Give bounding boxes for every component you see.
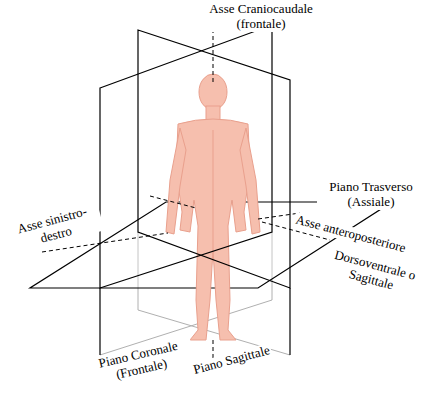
plane-label: Piano Sagittale bbox=[190, 343, 273, 379]
axis-label: Dorsoventrale o Sagittale bbox=[322, 246, 423, 300]
sagittal-midline bbox=[213, 130, 214, 250]
plane-label: Piano Trasverso (Assiale) bbox=[317, 180, 425, 210]
human-figure bbox=[166, 74, 260, 340]
plane-label: Piano Coronale (Frontale) bbox=[84, 336, 196, 389]
axis-label: Asse Craniocaudale (frontale) bbox=[184, 2, 338, 32]
axes bbox=[42, 22, 330, 372]
vertical-planes bbox=[100, 25, 290, 355]
axis-label: Asse anteroposteriore bbox=[292, 212, 409, 257]
axis-label: Asse sinistro-destro bbox=[4, 201, 104, 255]
